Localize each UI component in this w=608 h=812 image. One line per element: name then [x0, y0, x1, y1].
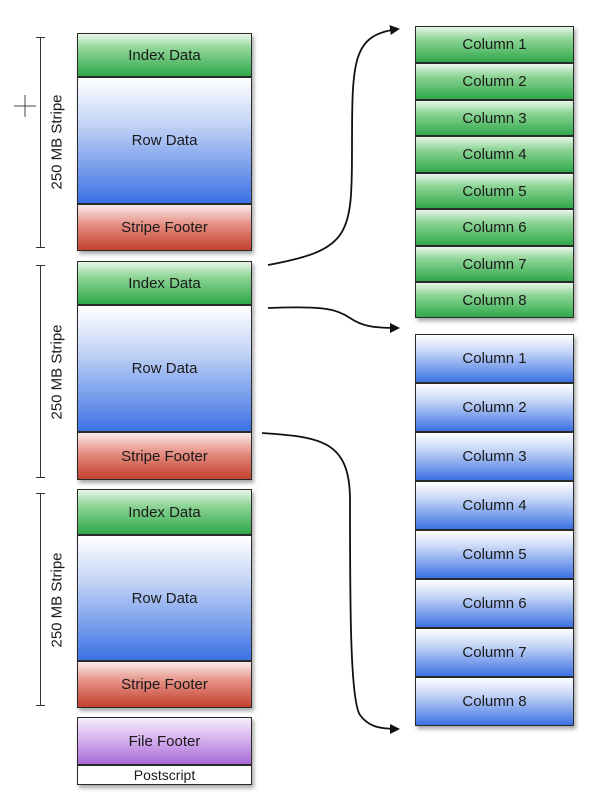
index-column-2: Column 2 — [415, 63, 574, 100]
row-columns-stack: Column 1 Column 2 Column 3 Column 4 Colu… — [415, 334, 574, 726]
stripe-2-footer: Stripe Footer — [77, 432, 252, 480]
stripe-1-bracket — [36, 37, 45, 248]
crosshair-cursor-icon — [14, 95, 36, 117]
index-column-6: Column 6 — [415, 209, 574, 246]
stripe-3-index-data: Index Data — [77, 489, 252, 535]
stripe-1-index-data: Index Data — [77, 33, 252, 77]
stripe-2-index-data: Index Data — [77, 261, 252, 305]
stripe-2-bracket — [36, 265, 45, 478]
row-column-3: Column 3 — [415, 432, 574, 481]
row-column-7: Column 7 — [415, 628, 574, 677]
stripe-2-row-data: Row Data — [77, 305, 252, 432]
stripe-3-row-data: Row Data — [77, 535, 252, 661]
row-column-4: Column 4 — [415, 481, 574, 530]
index-column-1: Column 1 — [415, 26, 574, 63]
stripe-1-footer: Stripe Footer — [77, 204, 252, 251]
index-column-8: Column 8 — [415, 282, 574, 318]
index-column-5: Column 5 — [415, 173, 574, 209]
arrow-index-to-index-columns — [267, 25, 400, 266]
index-columns-stack: Column 1 Column 2 Column 3 Column 4 Colu… — [415, 26, 574, 318]
stripe-3-bracket — [36, 493, 45, 706]
index-column-7: Column 7 — [415, 246, 574, 282]
row-column-5: Column 5 — [415, 530, 574, 579]
row-column-1: Column 1 — [415, 334, 574, 383]
stripe-3-footer: Stripe Footer — [77, 661, 252, 708]
stripe-1-row-data: Row Data — [77, 77, 252, 204]
row-column-6: Column 6 — [415, 579, 574, 628]
file-footer: File Footer — [77, 717, 252, 765]
postscript: Postscript — [77, 765, 252, 785]
row-column-8: Column 8 — [415, 677, 574, 726]
arrow-footer-to-row-columns — [261, 432, 400, 734]
index-column-3: Column 3 — [415, 100, 574, 136]
row-column-2: Column 2 — [415, 383, 574, 432]
arrow-row-to-row-columns — [267, 306, 400, 333]
index-column-4: Column 4 — [415, 136, 574, 173]
